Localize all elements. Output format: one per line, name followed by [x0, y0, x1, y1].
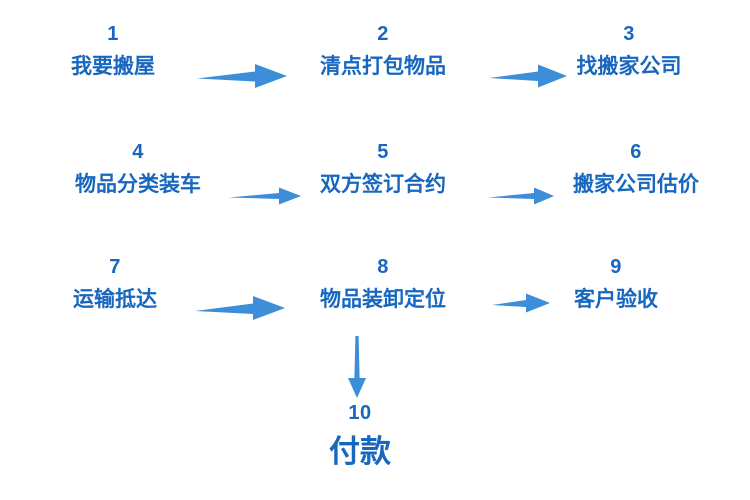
step-label: 物品装卸定位 — [320, 288, 446, 311]
step-node-4[interactable]: 4 物品分类装车 — [75, 142, 201, 195]
step-number: 6 — [630, 141, 642, 163]
step-node-2[interactable]: 2 清点打包物品 — [320, 24, 446, 77]
step-number: 10 — [348, 402, 372, 424]
arrow-step-1-to-2 — [197, 61, 287, 91]
step-number: 4 — [132, 141, 144, 163]
step-node-9[interactable]: 9 客户验收 — [574, 257, 658, 310]
step-label: 付款 — [329, 434, 391, 469]
step-node-6[interactable]: 6 搬家公司估价 — [573, 142, 699, 195]
step-number: 7 — [109, 256, 121, 278]
step-number: 3 — [623, 23, 635, 45]
step-number: 5 — [377, 141, 389, 163]
step-label: 客户验收 — [574, 288, 658, 311]
arrow-step-4-to-5 — [229, 185, 301, 207]
step-number: 8 — [377, 256, 389, 278]
step-label: 双方签订合约 — [320, 173, 446, 196]
step-number: 1 — [107, 23, 119, 45]
step-label: 找搬家公司 — [576, 55, 682, 78]
arrow-step-8-to-10 — [344, 336, 370, 403]
arrow-step-5-to-6 — [488, 185, 554, 207]
arrow-step-2-to-3 — [489, 61, 567, 91]
step-label: 我要搬屋 — [71, 55, 155, 78]
step-label: 清点打包物品 — [320, 55, 446, 78]
step-node-1[interactable]: 1 我要搬屋 — [71, 24, 155, 77]
step-node-7[interactable]: 7 运输抵达 — [73, 257, 157, 310]
step-node-8[interactable]: 8 物品装卸定位 — [320, 257, 446, 310]
step-number: 2 — [377, 23, 389, 45]
step-label: 物品分类装车 — [75, 173, 201, 196]
step-number: 9 — [610, 256, 622, 278]
step-node-10[interactable]: 10 付款 — [329, 403, 391, 467]
step-node-5[interactable]: 5 双方签订合约 — [320, 142, 446, 195]
step-label: 搬家公司估价 — [573, 173, 699, 196]
arrow-step-7-to-8 — [195, 293, 285, 323]
step-label: 运输抵达 — [73, 288, 157, 311]
arrow-step-8-to-9 — [492, 291, 550, 315]
step-node-3[interactable]: 3 找搬家公司 — [577, 24, 682, 77]
